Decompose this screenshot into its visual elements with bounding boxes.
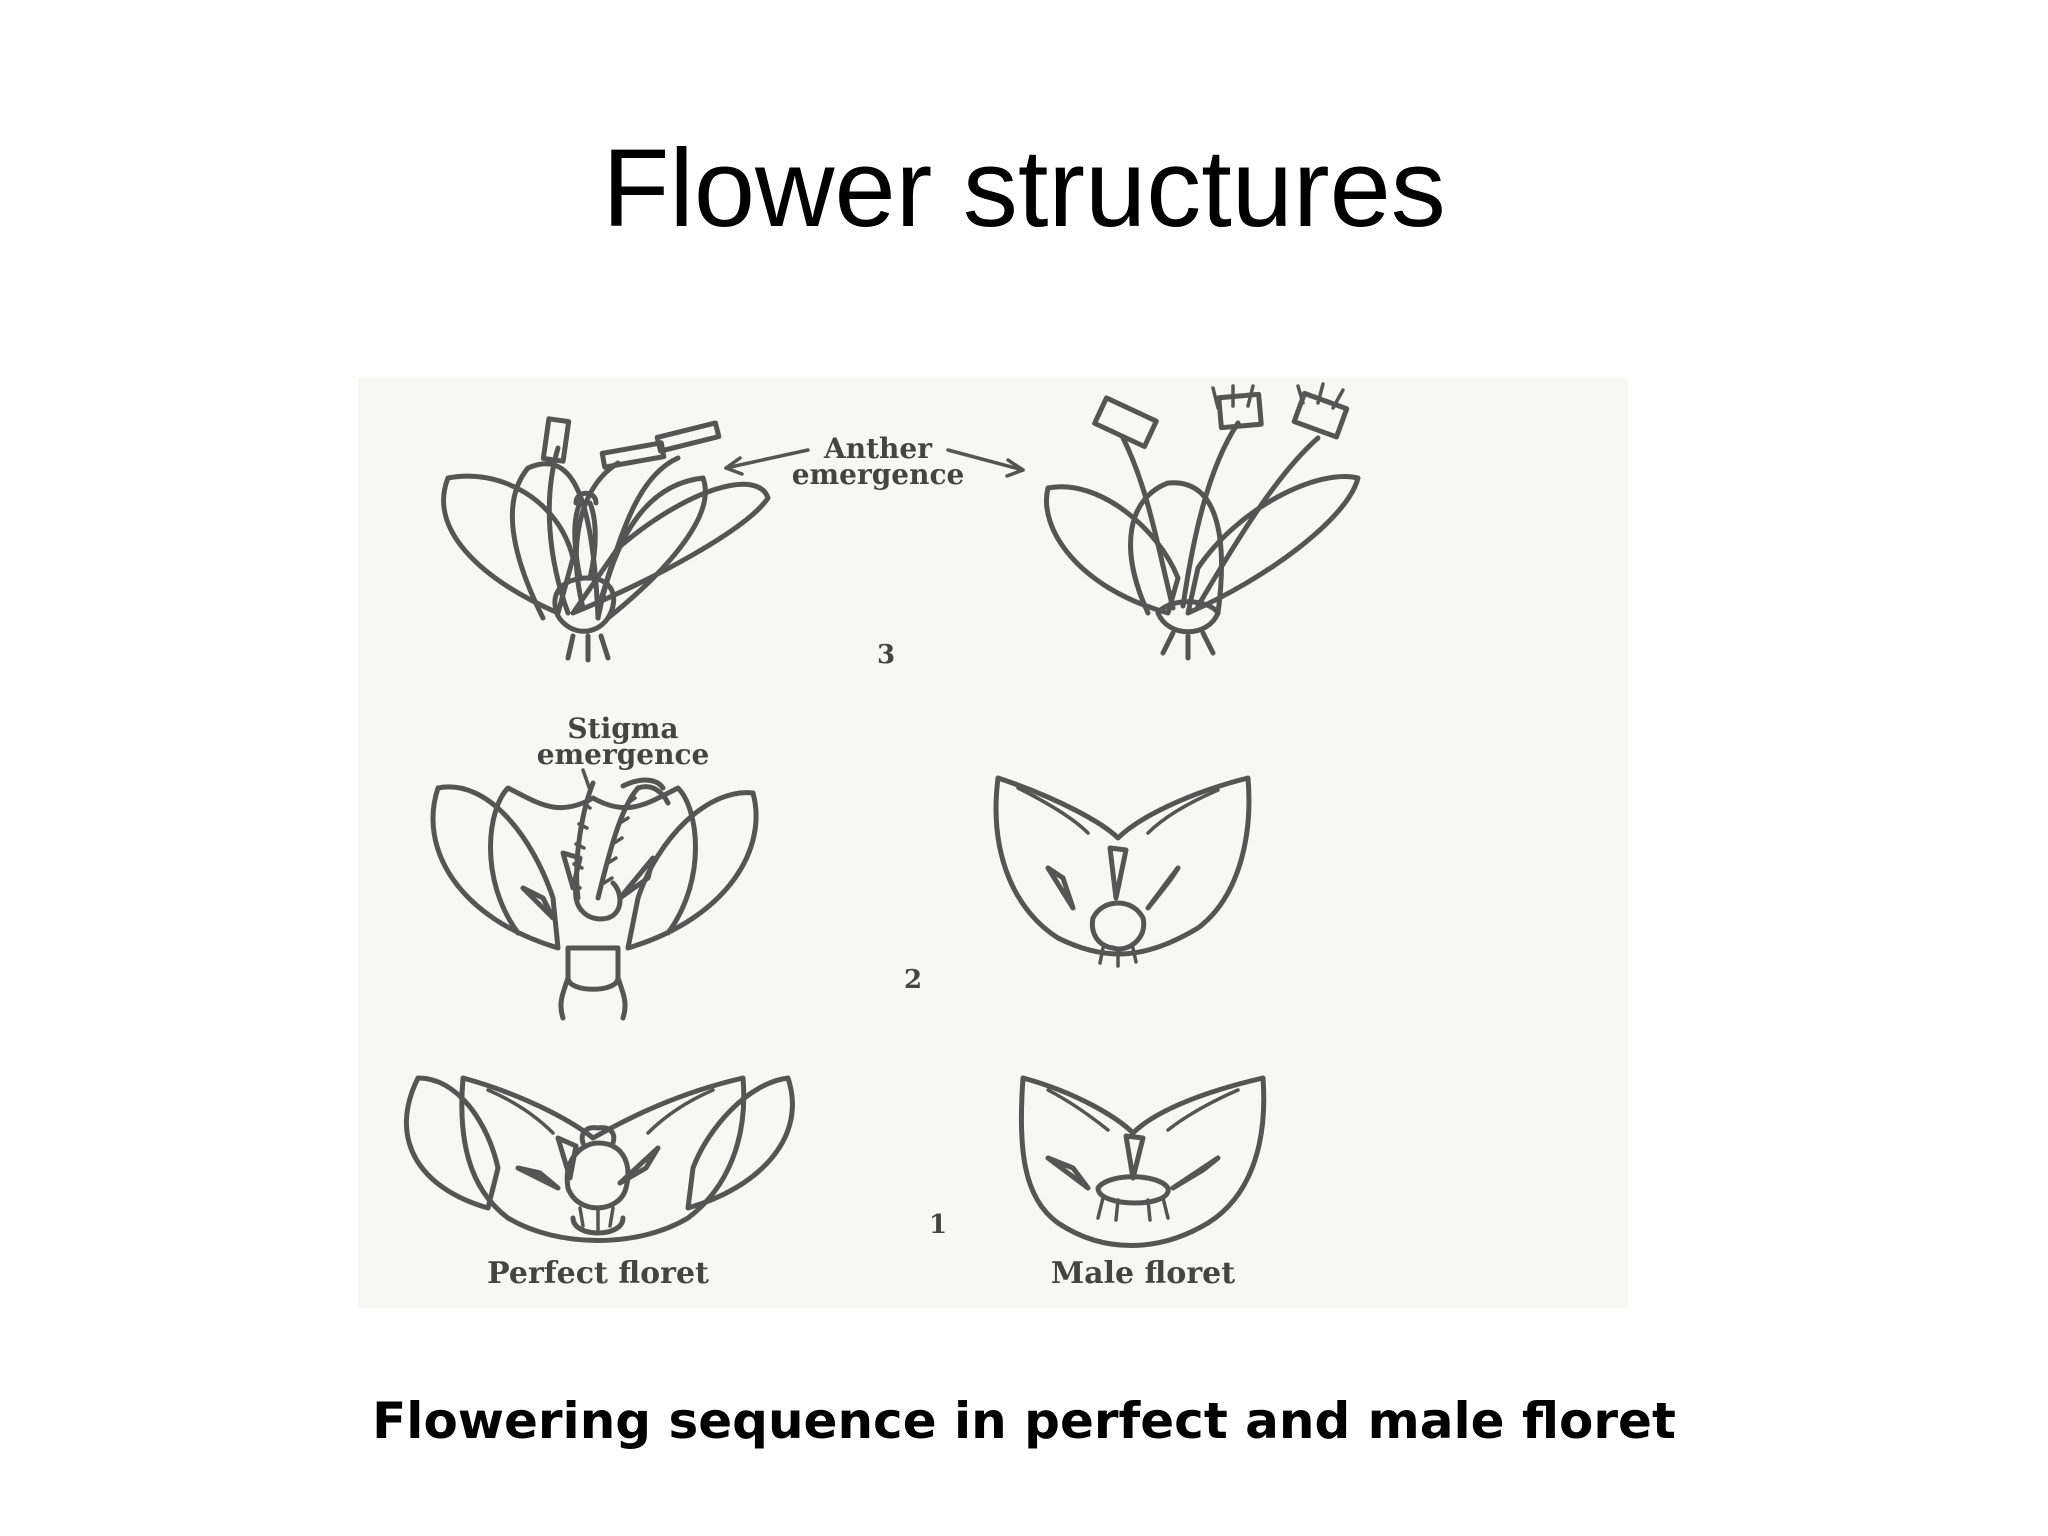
stigma-emergence-label-line2: emergence [537,738,710,771]
anther-emergence-annotation: Anther emergence [724,432,1025,491]
stage-number-2: 2 [904,965,922,995]
male-floret-stage-1 [1018,1075,1267,1248]
figure-caption: Flowering sequence in perfect and male f… [372,1392,1676,1450]
stigma-emergence-annotation: Stigma emergence [537,712,710,792]
stigma-emergence-label-line1: Stigma [567,712,678,745]
stigma-arrow [581,768,592,792]
anther-arrow-left [724,448,810,470]
stage-number-1: 1 [929,1210,947,1240]
stage-number-3: 3 [877,640,895,670]
male-floret-label: Male floret [1051,1256,1235,1291]
flower-diagram-svg: Anther emergence 3 Stigma emergence [403,382,1361,1291]
perfect-floret-stage-2 [430,777,759,1021]
perfect-floret-stage-1 [403,1075,795,1243]
anther-emergence-label-line1: Anther [823,432,933,465]
perfect-floret-label: Perfect floret [487,1256,709,1291]
anther-arrow-right [946,448,1025,472]
male-floret-stage-2 [993,775,1252,968]
perfect-floret-stage-3 [441,416,771,663]
male-floret-stage-3 [1044,382,1361,661]
anther-emergence-label-line2: emergence [792,458,965,491]
flower-diagram: Anther emergence 3 Stigma emergence [358,378,1628,1308]
slide-title: Flower structures [602,127,1446,250]
